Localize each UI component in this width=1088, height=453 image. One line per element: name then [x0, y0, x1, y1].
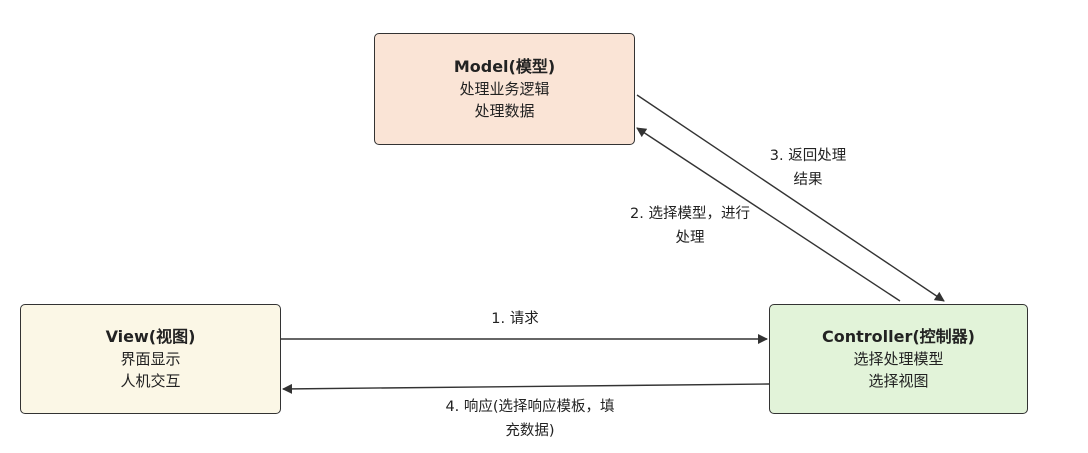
edge-return-result-label-line-1: 3. 返回处理 — [769, 148, 847, 164]
controller-node[interactable]: Controller(控制器) 选择处理模型 选择视图 — [769, 304, 1028, 414]
edge-response-arrow — [282, 383, 770, 394]
controller-line-2: 选择视图 — [868, 372, 929, 390]
controller-title: Controller(控制器) — [822, 327, 975, 346]
edge-return-result-arrow — [636, 94, 945, 302]
view-node[interactable]: View(视图) 界面显示 人机交互 — [20, 304, 281, 414]
edge-select-model-arrow — [636, 127, 901, 302]
view-line-2: 人机交互 — [120, 372, 181, 390]
edge-request-label: 1. 请求 — [491, 311, 539, 327]
edge-select-model-label-line-2: 处理 — [675, 230, 705, 246]
edge-return-result-label-line-2: 结果 — [793, 172, 823, 188]
edge-response-label-line-1: 4. 响应(选择响应模板，填 — [445, 399, 615, 415]
controller-line-1: 选择处理模型 — [853, 350, 944, 368]
model-title: Model(模型) — [453, 57, 556, 76]
edge-response-label-line-2: 充数据) — [505, 423, 555, 439]
edge-select-model-label-line-1: 2. 选择模型，进行 — [630, 206, 750, 222]
model-line-2: 处理数据 — [474, 102, 535, 120]
model-line-1: 处理业务逻辑 — [459, 80, 550, 98]
model-node[interactable]: Model(模型) 处理业务逻辑 处理数据 — [374, 33, 635, 145]
view-title: View(视图) — [105, 327, 196, 346]
view-line-1: 界面显示 — [120, 350, 181, 368]
